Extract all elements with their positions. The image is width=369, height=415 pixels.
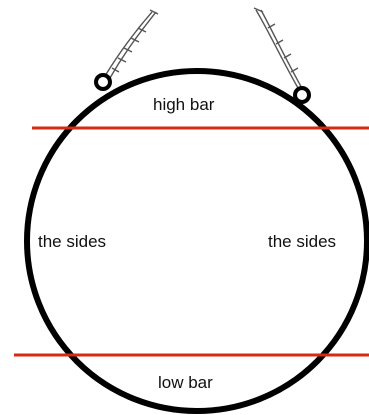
right-rope-icon: [254, 8, 303, 90]
low-bar-label: low bar: [158, 374, 213, 391]
left-side-label: the sides: [38, 233, 106, 250]
high-bar-label: high bar: [153, 96, 214, 113]
left-rope-icon: [105, 10, 158, 78]
right-tab-icon: [295, 88, 309, 102]
right-side-label: the sides: [268, 233, 336, 250]
left-tab-icon: [96, 75, 110, 89]
